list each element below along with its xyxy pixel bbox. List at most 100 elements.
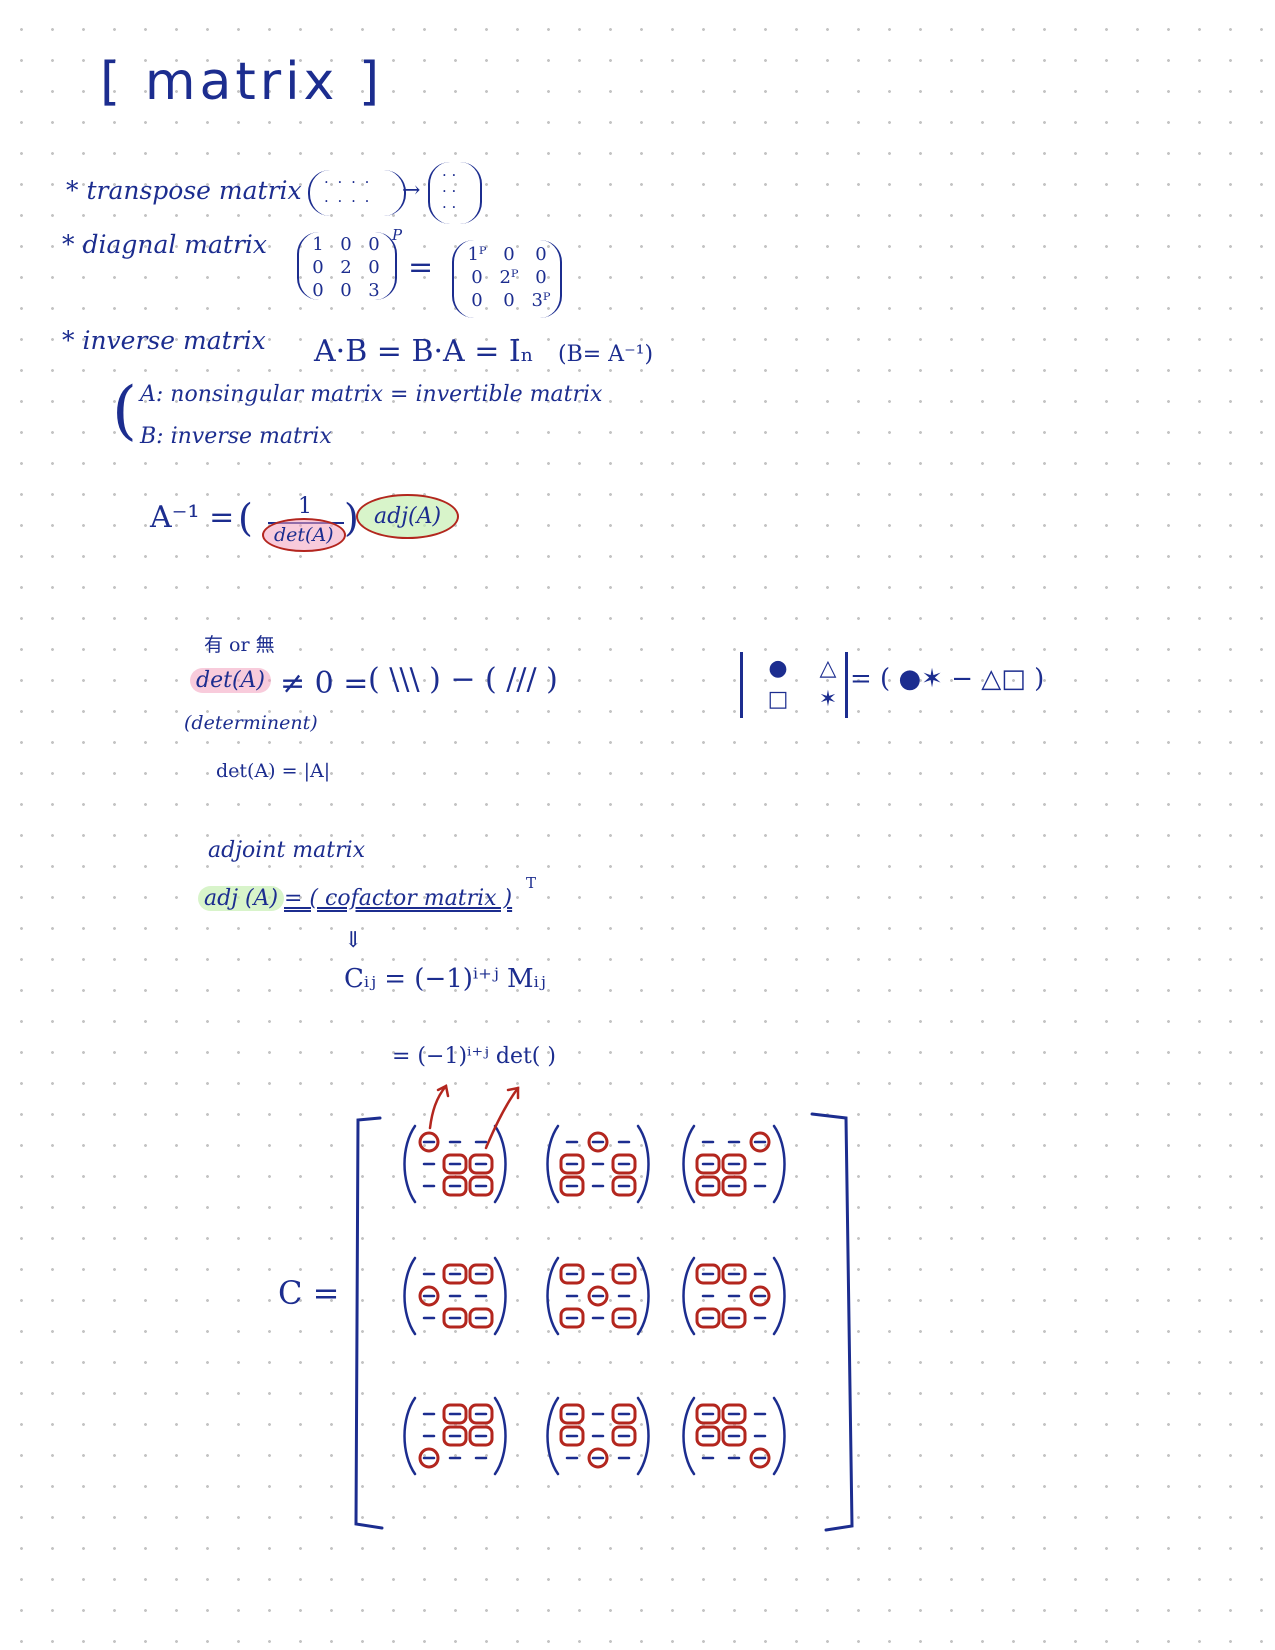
minor-block-mark [695,1263,721,1285]
adjoint-transpose: T [526,874,537,892]
minor-block-mark [559,1307,585,1329]
diag-right-cell: 0 [471,267,483,288]
minor-pivot-mark [749,1285,771,1307]
minor-paren-right [493,1396,507,1476]
minor-block-mark [695,1307,721,1329]
minor-block-mark [442,1153,468,1175]
inverse-note: (B= A⁻¹) [558,342,654,367]
transpose-right-row: · · [442,182,457,200]
minor-block-mark [442,1307,468,1329]
minor-block-mark [695,1403,721,1425]
mnemonic-matrix: ● △ □ ✶ [740,652,848,718]
minor-paren-right [636,1396,650,1476]
minor-block-mark [611,1425,637,1447]
diag-left-cell: 0 [312,280,324,301]
minor-block-mark [611,1307,637,1329]
inverse-label: * inverse matrix [62,326,266,355]
cofactor-arrow-right-head [506,1086,520,1100]
minor-paren-left [403,1256,417,1336]
cofactor-arrow-right [484,1086,520,1150]
minor-block-mark [559,1425,585,1447]
minor-block-mark [721,1153,747,1175]
minor-block-mark [695,1425,721,1447]
minor-paren-left [682,1124,696,1204]
inverse-a-line: A: nonsingular matrix = invertible matri… [140,382,603,407]
formula-det-term: det(A) [262,518,346,552]
adjoint-adj-highlight: adj (A) [198,886,285,911]
formula-close-paren: ) [344,496,359,540]
minor-pivot-mark [587,1131,609,1153]
inverse-brace: ( [112,374,137,448]
transpose-left-row: · · · · [324,173,372,191]
adjoint-rhs: = ( cofactor matrix ) [284,886,513,911]
minor-pivot-mark [749,1131,771,1153]
formula-det: det(A) [262,518,346,552]
mnemonic-star-icon: ✶ [818,687,838,712]
minor-pivot-mark [418,1285,440,1307]
minor-block-mark [468,1175,494,1197]
minor-block-mark [442,1403,468,1425]
minor-block-mark [442,1263,468,1285]
transpose-label: * transpose matrix [66,176,302,205]
minor-block-mark [721,1307,747,1329]
diagonal-right-matrix: 1ᴾ 0 0 0 2ᴾ 0 0 0 3ᴾ [452,240,562,318]
diag-left-cell: 0 [312,257,324,278]
minor-block-mark [721,1403,747,1425]
minor-paren-right [493,1256,507,1336]
minor-block-mark [611,1153,637,1175]
diagonal-power: P [392,226,403,244]
minor-block-mark [695,1175,721,1197]
minor-paren-left [546,1124,560,1204]
minor-block-mark [559,1175,585,1197]
minor-block-mark [468,1425,494,1447]
minor-block-mark [442,1425,468,1447]
adjoint-arrow-icon: ⇓ [344,928,363,953]
diag-right-cell: 3ᴾ [531,290,551,311]
transpose-right-row: · · [442,198,457,216]
diagonal-label: * diagnal matrix [62,230,268,259]
inverse-b-line: B: inverse matrix [140,424,332,449]
det-abs: det(A) = |A| [216,760,331,782]
transpose-right-row: · · [442,166,457,184]
transpose-right-matrix: · · · · · · [428,162,482,224]
minor-block-mark [442,1175,468,1197]
minor-block-mark [721,1425,747,1447]
minor-paren-left [682,1396,696,1476]
det-term: det(A) [190,668,271,693]
diagonal-left-matrix: 1 0 0 0 2 0 0 0 3 [297,232,397,301]
cofactor-arrow-left [428,1084,448,1130]
formula-adj: adj(A) [356,494,460,539]
diag-left-cell: 1 [312,234,324,255]
cofactor-outer-bracket-right [810,1112,854,1532]
transpose-left-matrix: · · · · · · · · [308,170,406,216]
minor-paren-left [403,1124,417,1204]
diag-right-cell: 0 [503,290,515,311]
diag-right-cell: 1ᴾ [467,244,487,265]
minor-block-mark [695,1153,721,1175]
cofactor-det-form: = (−1)ⁱ⁺ʲ det( ) [392,1044,556,1069]
minor-paren-right [493,1124,507,1204]
det-term-highlight: det(A) [190,668,271,693]
transpose-arrow-icon: → [402,178,421,203]
formula-adj-term: adj(A) [356,494,460,539]
diag-right-cell: 2ᴾ [499,267,519,288]
cofactor-outer-bracket-left [354,1116,384,1530]
cofactor-cij: Cᵢⱼ = (−1)ⁱ⁺ʲ Mᵢⱼ [344,964,546,994]
det-diagonal-diff: ( \\\ ) − ( /// ) [368,662,558,697]
det-name: (determinent) [184,712,318,734]
adjoint-label: adjoint matrix [208,838,366,863]
minor-block-mark [559,1403,585,1425]
inverse-equation: A·B = B·A = Iₙ [314,334,534,369]
det-chinese-note: 有 or 無 [204,634,275,656]
minor-paren-left [403,1396,417,1476]
diag-right-cell: 0 [535,267,547,288]
minor-block-mark [721,1175,747,1197]
minor-block-mark [721,1263,747,1285]
minor-block-mark [611,1175,637,1197]
cofactor-label: C = [278,1274,340,1312]
mnemonic-square-icon: □ [767,687,789,712]
diag-left-cell: 0 [368,257,380,278]
minor-block-mark [468,1307,494,1329]
minor-pivot-mark [587,1447,609,1469]
diag-left-cell: 0 [340,234,352,255]
